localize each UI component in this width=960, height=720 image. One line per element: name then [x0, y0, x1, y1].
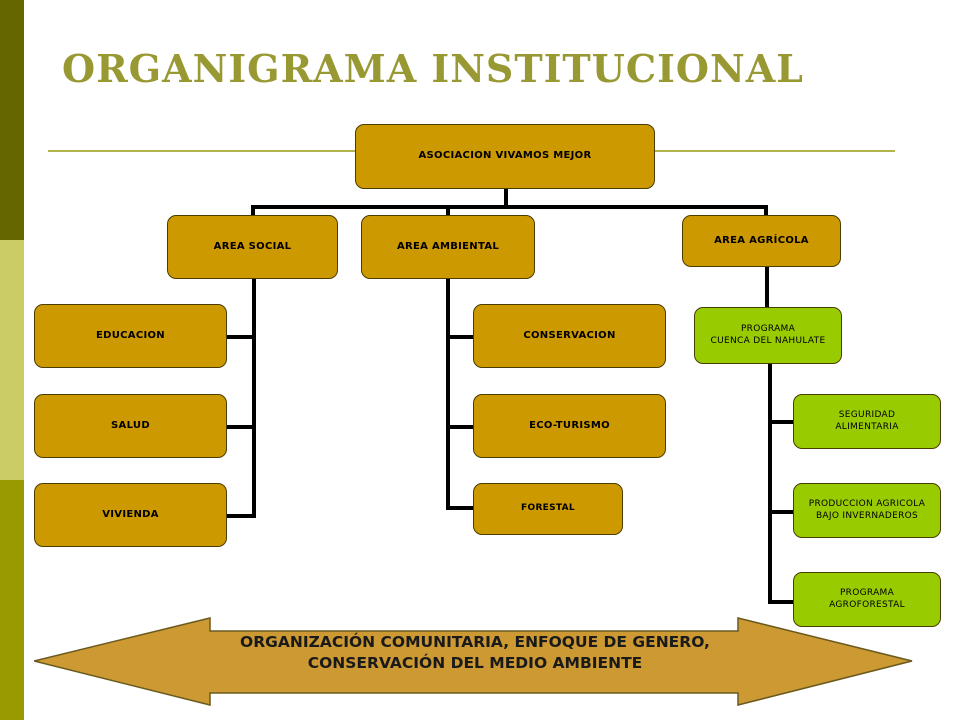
connector-ambiental-drop: [446, 205, 450, 218]
title-rule-right: [655, 150, 895, 152]
connector-ecoturismo: [446, 425, 476, 429]
banner-line-2: CONSERVACIÓN DEL MEDIO AMBIENTE: [307, 654, 643, 672]
connector-salud: [226, 425, 254, 429]
banner-text: ORGANIZACIÓN COMUNITARIA, ENFOQUE DE GEN…: [210, 632, 740, 674]
connector-educacion: [226, 335, 254, 339]
ecoturismo-box: ECO-TURISMO: [473, 394, 666, 458]
side-stripe-middle: [0, 240, 24, 480]
connector-areas-horizontal: [251, 205, 767, 209]
double-arrow-banner-shape: [34, 617, 913, 706]
side-stripe-bottom: [0, 480, 24, 720]
title-rule-left: [48, 150, 358, 152]
connector-produccion: [768, 510, 794, 514]
connector-agricola-drop: [764, 205, 768, 218]
connector-agroforestal: [768, 600, 794, 604]
area-ambiental-box: AREA AMBIENTAL: [361, 215, 535, 279]
area-social-box: AREA SOCIAL: [167, 215, 338, 279]
produccion-agricola-box: PRODUCCION AGRICOLA BAJO INVERNADEROS: [793, 483, 941, 538]
connector-program-vertical: [768, 364, 772, 604]
connector-agricola-program: [765, 266, 769, 308]
vivienda-box: VIVIENDA: [34, 483, 227, 547]
salud-box: SALUD: [34, 394, 227, 458]
root-box: ASOCIACION VIVAMOS MEJOR: [355, 124, 655, 189]
programa-cuenca-box: PROGRAMA CUENCA DEL NAHULATE: [694, 307, 842, 364]
connector-forestal: [446, 506, 476, 510]
banner-line-1: ORGANIZACIÓN COMUNITARIA, ENFOQUE DE GEN…: [240, 633, 710, 651]
conservacion-box: CONSERVACION: [473, 304, 666, 368]
slide-title: ORGANIGRAMA INSTITUCIONAL: [62, 46, 804, 91]
connector-ambiental-vertical: [446, 278, 450, 510]
connector-seguridad: [768, 420, 794, 424]
side-stripe-top: [0, 0, 24, 240]
connector-vivienda: [226, 514, 254, 518]
educacion-box: EDUCACION: [34, 304, 227, 368]
connector-social-vertical: [252, 278, 256, 518]
seguridad-alimentaria-box: SEGURIDAD ALIMENTARIA: [793, 394, 941, 449]
connector-social-drop: [251, 205, 255, 218]
programa-agroforestal-box: PROGRAMA AGROFORESTAL: [793, 572, 941, 627]
connector-root-down: [504, 188, 508, 208]
connector-conservacion: [446, 335, 476, 339]
area-agricola-box: AREA AGRÍCOLA: [682, 215, 841, 267]
forestal-box: FORESTAL: [473, 483, 623, 535]
